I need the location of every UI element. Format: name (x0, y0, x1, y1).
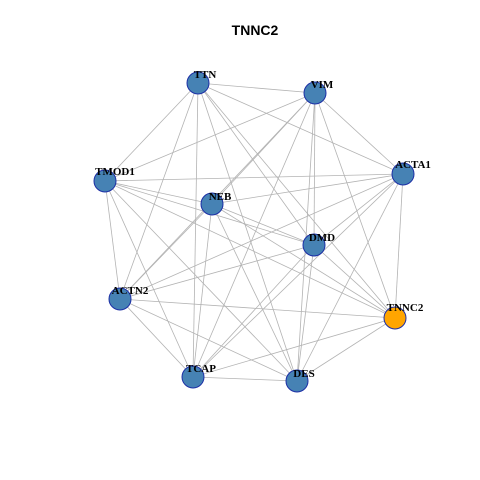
node-acta1[interactable] (391, 162, 415, 186)
node-label-tmod1: TMOD1 (95, 166, 135, 178)
node-actn2[interactable] (108, 287, 132, 311)
node-label-dmd: DMD (309, 232, 335, 244)
node-label-des: DES (293, 368, 314, 380)
node-ttn[interactable] (186, 71, 210, 95)
node-des[interactable] (285, 369, 309, 393)
edge-tnnc2-des (296, 317, 396, 382)
edge-actn2-tnnc2 (119, 298, 396, 319)
edge-tmod1-tnnc2 (104, 180, 396, 319)
edge-tmod1-actn2 (104, 180, 121, 300)
edge-ttn-tnnc2 (197, 82, 396, 319)
edge-actn2-tcap (119, 298, 194, 378)
edge-ttn-actn2 (119, 82, 199, 300)
edge-ttn-tmod1 (104, 82, 199, 182)
edge-acta1-tnnc2 (394, 173, 404, 319)
edge-tmod1-des (104, 180, 298, 382)
node-neb[interactable] (200, 192, 224, 216)
node-tcap[interactable] (181, 365, 205, 389)
edge-vim-dmd (313, 92, 316, 246)
edge-acta1-actn2 (119, 173, 404, 300)
nodes-layer (93, 71, 415, 393)
edge-neb-des (211, 203, 298, 382)
edge-ttn-vim (197, 82, 316, 94)
edge-dmd-des (296, 244, 315, 382)
edge-tcap-des (192, 376, 298, 382)
edge-dmd-tnnc2 (313, 244, 396, 319)
edge-tmod1-neb (104, 180, 213, 205)
node-label-acta1: ACTA1 (395, 159, 431, 171)
edge-vim-tnnc2 (314, 92, 396, 319)
node-tnnc2[interactable] (383, 306, 407, 330)
edge-neb-actn2 (119, 203, 213, 300)
node-label-actn2: ACTN2 (112, 285, 149, 297)
edge-ttn-dmd (197, 82, 315, 246)
edge-dmd-actn2 (119, 244, 315, 300)
edge-tnnc2-tcap (192, 317, 396, 378)
edge-actn2-des (119, 298, 298, 382)
edge-neb-tcap (192, 203, 213, 378)
edge-ttn-acta1 (197, 82, 404, 175)
edge-acta1-dmd (313, 173, 404, 246)
edge-tmod1-tcap (104, 180, 194, 378)
edge-dmd-tcap (192, 244, 315, 378)
edge-vim-tcap (192, 92, 316, 378)
edge-vim-acta1 (314, 92, 404, 175)
node-label-tcap: TCAP (186, 363, 216, 375)
edge-ttn-des (197, 82, 298, 382)
node-tmod1[interactable] (93, 169, 117, 193)
edge-acta1-neb (211, 173, 404, 205)
edge-vim-tmod1 (104, 92, 316, 182)
node-label-ttn: TTN (194, 69, 217, 81)
edge-tmod1-acta1 (104, 173, 404, 182)
edge-neb-tnnc2 (211, 203, 396, 319)
edge-ttn-tcap (192, 82, 199, 378)
edge-neb-dmd (211, 203, 315, 246)
edge-acta1-tcap (192, 173, 404, 378)
node-vim[interactable] (303, 81, 327, 105)
node-label-neb: NEB (209, 191, 232, 203)
node-label-vim: VIM (311, 79, 334, 91)
node-label-tnnc2: TNNC2 (387, 302, 424, 314)
diagram-title: TNNC2 (232, 22, 279, 38)
node-dmd[interactable] (302, 233, 326, 257)
